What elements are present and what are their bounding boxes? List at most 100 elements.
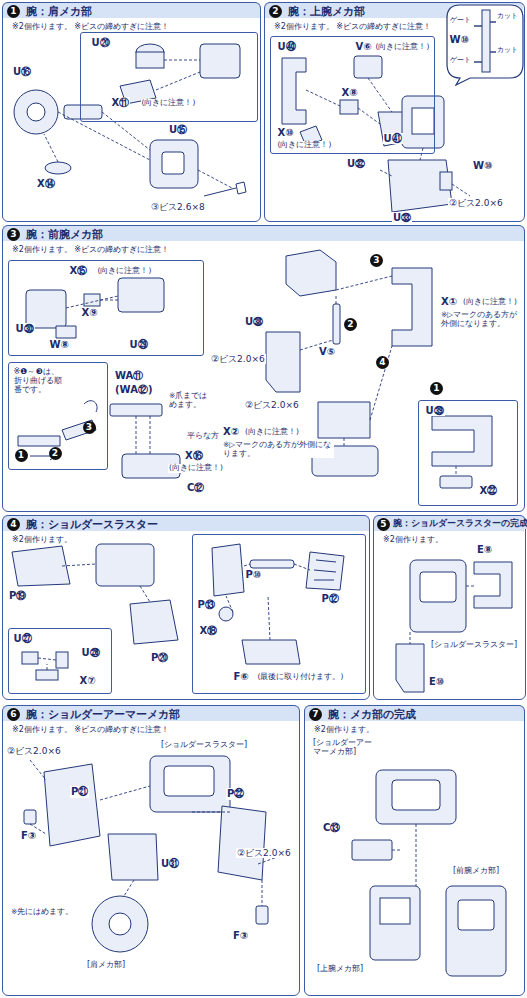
part-number: U㉚: [15, 323, 35, 335]
detail-inset: X⑮(向きに注意！)U㉚X⑨W⑧U㉙: [8, 260, 204, 356]
gate-label: カット: [496, 12, 519, 20]
step-title: 腕：ショルダースラスターの完成: [392, 519, 527, 529]
part-number: U㊵: [277, 41, 297, 53]
step-panel: 5腕：ショルダースラスターの完成 ※2個作ります。: [373, 515, 526, 700]
gate-mark: [474, 25, 482, 26]
shoulder-armor-parts: [256, 906, 268, 924]
part-number: F③: [20, 830, 37, 842]
forearm-mecha-parts: [456, 466, 457, 476]
forearm-mecha-parts: [118, 278, 164, 312]
shoulder-mecha-parts: [200, 44, 240, 78]
part-number: P⑲: [8, 590, 27, 602]
detail-inset: P⑬P⑩P⑫X⑱F⑥(最後に取り付けます。): [192, 534, 366, 694]
shoulder-armor-parts: [109, 913, 131, 935]
forearm-mecha-parts: [56, 326, 76, 338]
step-number: 7: [309, 708, 322, 721]
part-number: E⑧: [476, 544, 493, 556]
sequence-number: 3: [83, 421, 96, 434]
part-number: P⑬: [197, 599, 216, 611]
step-title: 腕：ショルダーアーマーメカ部: [25, 708, 181, 720]
detail-inset: U㊵V⑥(向きに注意！)X⑧X⑩(向きに注意！)U㊶: [270, 36, 435, 154]
part-number: WA⑪: [114, 370, 144, 382]
caution-note: (向きに注意！): [462, 298, 518, 307]
detail-inset: ※❶～❸は、折り曲げる順番です。123: [8, 362, 108, 470]
part-number: U㉖: [81, 647, 101, 659]
shoulder-armor-parts: [30, 760, 280, 906]
caution-note: 平らな方: [186, 432, 220, 441]
sequence-number: 4: [376, 356, 389, 369]
detail-inset: U⑳X⑪(向きに注意！): [80, 32, 258, 122]
upper-arm-mecha-parts: [340, 100, 358, 114]
shoulder-thruster-parts: [242, 640, 300, 664]
step-panel: 4腕：ショルダースラスター※2個作ります。P⑬P⑩P⑫X⑱F⑥(最後に取り付けま…: [2, 515, 370, 700]
step-title: 腕：肩メカ部: [25, 5, 93, 17]
gate-label: ゲート: [449, 56, 472, 64]
part-number: U㉜: [346, 158, 366, 170]
gate-bubble: ゲートカットW⑩ゲートカット: [446, 4, 524, 86]
shoulder-thruster-parts: [306, 552, 344, 590]
screw-callout: ②ビス2.0×6: [236, 848, 292, 858]
upper-arm-mecha-parts: [380, 148, 470, 196]
shoulder-armor-parts: [92, 896, 148, 952]
shoulder-thruster-parts: [38, 658, 56, 670]
upper-arm-mecha-parts: [282, 58, 306, 124]
sequence-number: 1: [15, 449, 28, 462]
shoulder-mecha-parts: [136, 52, 164, 68]
shoulder-armor-parts: [218, 806, 266, 880]
header-band: [3, 706, 299, 721]
forearm-mecha-parts: [286, 250, 336, 296]
part-number: X②: [222, 426, 240, 438]
instruction-note: ※2個作ります。 ※ビスの締めすぎに注意！: [273, 22, 432, 31]
part-number: P⑳: [150, 652, 169, 664]
mecha-complete-parts: [392, 780, 440, 810]
step-number: 2: [269, 5, 282, 18]
part-number: X⑭: [36, 178, 56, 190]
gate-mark: [490, 21, 496, 22]
detail-inset: U㉗U㉖X⑦: [8, 628, 112, 694]
shoulder-thruster-parts: [12, 544, 344, 680]
forearm-mecha-parts: [30, 401, 97, 460]
mecha-complete-parts: [458, 900, 494, 930]
caution-note: (向きに注意！): [244, 428, 300, 437]
upper-arm-mecha-parts: [282, 56, 470, 212]
part-number: U㉛: [160, 858, 180, 870]
screw-callout: ③ビス2.6×8: [150, 202, 206, 212]
caution-note: ※▷マークのある方が外側になります。: [440, 311, 522, 328]
mecha-complete-parts: [392, 824, 416, 886]
step-panel: 3腕：前腕メカ部※2個作ります。 ※ビスの締めすぎに注意！X⑮(向きに注意！)U…: [2, 225, 525, 512]
instruction-note: ※2個作ります。: [382, 535, 444, 544]
header-band: [3, 516, 369, 531]
thruster-complete-parts: [474, 562, 512, 608]
caution-note: (向きに注意！): [141, 99, 197, 108]
part-number: P㉒: [226, 788, 245, 800]
part-number: W⑩: [449, 34, 471, 46]
forearm-mecha-parts: [392, 268, 432, 346]
instruction-note: ※2個作ります。 ※ビスの締めすぎに注意！: [11, 245, 170, 254]
sequence-number: 1: [430, 382, 443, 395]
part-number: X⑪: [111, 97, 131, 109]
gate-label: ゲート: [449, 16, 472, 24]
caution-note: (向きに注意！): [375, 43, 431, 52]
mecha-complete-parts: [380, 898, 410, 924]
header-band: [3, 226, 524, 241]
thruster-complete-parts: [420, 572, 456, 602]
shoulder-armor-parts: [108, 834, 158, 880]
step-number: 5: [377, 518, 390, 531]
gate-label: カット: [496, 46, 519, 54]
sequence-number: 2: [49, 447, 62, 460]
caution-note: ※▷マークのある方が外側になります。: [222, 441, 334, 458]
part-number: X⑱: [199, 625, 219, 637]
upper-arm-mecha-parts: [440, 172, 452, 190]
part-number: U㊴: [425, 405, 445, 417]
shoulder-mecha-parts: [64, 105, 102, 119]
part-number: X⑮: [69, 265, 89, 277]
assembly-name: [肩メカ部]: [86, 960, 126, 969]
forearm-mecha-parts: [84, 294, 100, 306]
gate-mark: [474, 61, 482, 62]
caution-note: (最後に取り付けます。): [257, 673, 345, 682]
part-number: U㉝: [392, 212, 412, 224]
step-title: 腕：上腕メカ部: [287, 5, 366, 17]
upper-arm-mecha-parts: [354, 56, 382, 78]
thruster-complete-parts: [396, 644, 424, 692]
